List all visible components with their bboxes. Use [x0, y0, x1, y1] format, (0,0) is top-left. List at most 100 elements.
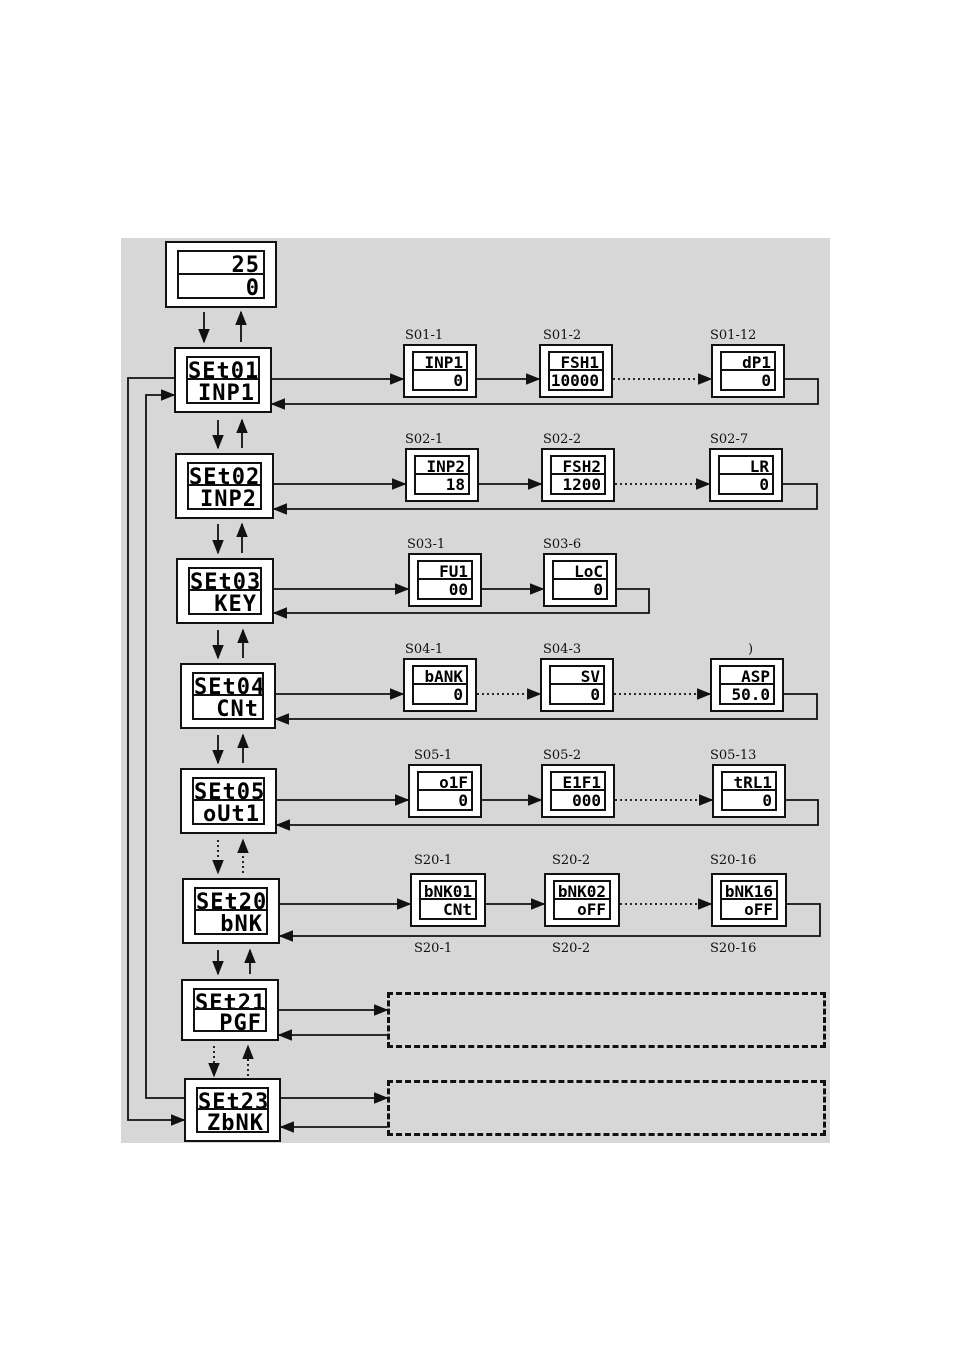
param-name: E1F1	[552, 773, 604, 791]
param-name: bANK	[414, 667, 466, 685]
label-below-s20-1: S20-1	[414, 941, 453, 956]
label-s05-2: S05-2	[543, 748, 582, 763]
param-value: 000	[572, 791, 601, 809]
label-s01-12: S01-12	[710, 328, 757, 343]
param-name: FSH2	[552, 457, 604, 475]
param-name: INP2	[416, 457, 468, 475]
param-value: 0	[458, 791, 468, 809]
menu-name: KEY	[214, 592, 257, 613]
param-value: 50.0	[731, 685, 770, 703]
param-value: 0	[759, 475, 769, 493]
param-name: LR	[720, 457, 772, 475]
label-s20-2: S20-2	[552, 853, 591, 868]
param-value: 0	[593, 580, 603, 598]
menu-code: SEt03	[190, 570, 260, 591]
lcd-screen: 25 0	[177, 250, 265, 299]
param-name: o1F	[419, 773, 471, 791]
param-value: 0	[590, 685, 600, 703]
param-name: bNK16	[722, 882, 776, 900]
sv-value: 0	[245, 275, 260, 298]
param-name: dP1	[722, 353, 774, 371]
param-value: 0	[762, 791, 772, 809]
param-name: INP1	[414, 353, 466, 371]
home-display[interactable]: 25 0	[165, 241, 277, 308]
return-arrow	[278, 903, 821, 942]
label-s20-16: S20-16	[710, 853, 757, 868]
label-below-s20-2: S20-2	[552, 941, 591, 956]
param-name: bNK02	[555, 882, 609, 900]
return-arrow	[270, 378, 819, 410]
param-name: SV	[551, 667, 603, 685]
return-arrow	[272, 588, 650, 619]
label-s02-7: S02-7	[710, 432, 749, 447]
label-asp: )	[748, 642, 754, 657]
label-s05-1: S05-1	[414, 748, 453, 763]
menu-name: INP1	[198, 381, 255, 402]
param-value: 0	[453, 371, 463, 389]
param-value: oFF	[744, 900, 773, 918]
menu-code: SEt01	[188, 359, 258, 380]
label-s02-1: S02-1	[405, 432, 444, 447]
label-below-s20-16: S20-16	[710, 941, 757, 956]
param-value: 0	[453, 685, 463, 703]
param-value: oFF	[577, 900, 606, 918]
menu-name: oUt1	[203, 802, 260, 823]
param-name: FU1	[419, 562, 471, 580]
return-arrow	[275, 799, 819, 831]
pv-value: 25	[179, 252, 263, 275]
param-name: ASP	[721, 667, 773, 685]
set21-parameters-placeholder	[387, 992, 826, 1048]
label-s04-1: S04-1	[405, 642, 444, 657]
return-arrow	[272, 483, 818, 515]
param-name: tRL1	[723, 773, 775, 791]
menu-code: SEt21	[195, 991, 265, 1010]
set23-parameters-placeholder	[387, 1080, 826, 1136]
param-name: bNK01	[421, 882, 475, 900]
loop-arrow	[127, 377, 186, 1126]
menu-code: SEt20	[196, 890, 266, 911]
